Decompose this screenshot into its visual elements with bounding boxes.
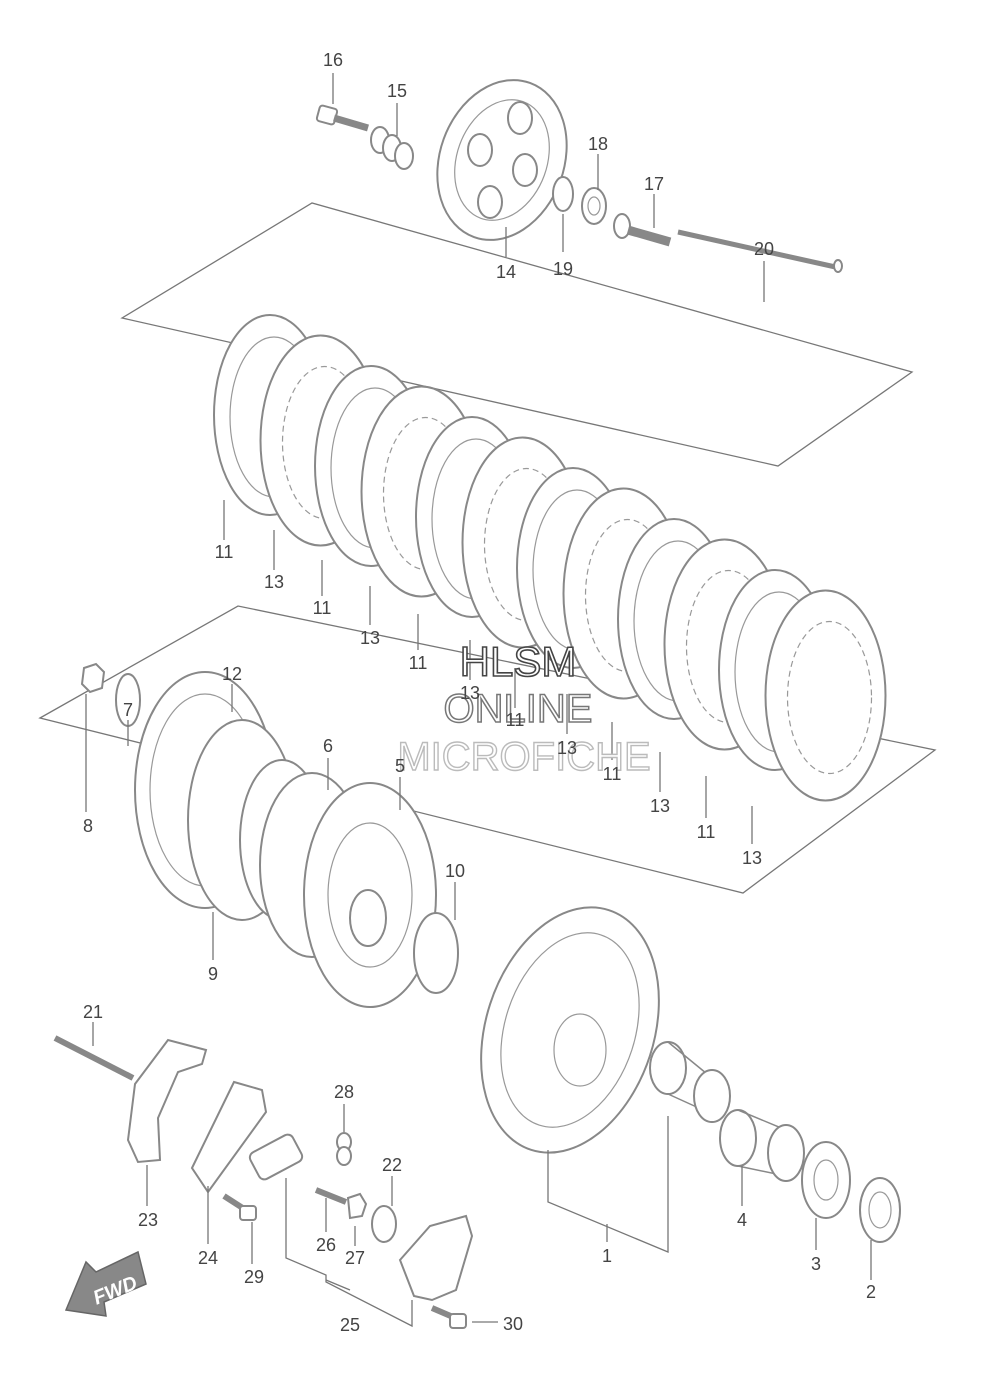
label-11-f: 11 [697, 822, 716, 842]
label-30: 30 [503, 1314, 523, 1334]
label-25: 25 [340, 1315, 360, 1335]
label-21: 21 [83, 1002, 103, 1022]
push-rod [677, 229, 843, 273]
bolt-29 [222, 1193, 257, 1221]
label-23: 23 [138, 1210, 158, 1230]
release-screw [248, 1133, 304, 1181]
spacer [649, 1041, 731, 1123]
label-11-a: 11 [215, 542, 234, 562]
label-24: 24 [198, 1248, 218, 1268]
label-11-c: 11 [409, 653, 428, 673]
label-8: 8 [83, 816, 93, 836]
thrust-washer-10 [413, 912, 459, 994]
bolt-30 [430, 1305, 467, 1329]
release-cover [398, 1214, 474, 1302]
label-28: 28 [334, 1082, 354, 1102]
label-18: 18 [588, 134, 608, 154]
label-29: 29 [244, 1267, 264, 1287]
label-4: 4 [737, 1210, 747, 1230]
release-bearing [581, 187, 607, 225]
fwd-arrow-icon: FWD [64, 1250, 147, 1317]
label-11-e: 11 [603, 764, 622, 784]
oil-seal [371, 1205, 397, 1243]
label-3: 3 [811, 1254, 821, 1274]
label-11-b: 11 [313, 598, 332, 618]
label-1: 1 [602, 1246, 612, 1266]
thrust-washer-3 [801, 1141, 851, 1219]
lock-nut [346, 1192, 368, 1220]
thrust-washer-2 [859, 1177, 901, 1243]
release-rod [53, 1035, 135, 1081]
gasket [190, 1080, 268, 1194]
upper-frame [120, 202, 914, 467]
release-bracket [126, 1038, 208, 1164]
pressure-plate-bolt [315, 104, 369, 132]
pressure-plate [436, 79, 568, 241]
label-9: 9 [208, 964, 218, 984]
watermark-line2: ONLINE [444, 687, 593, 731]
label-13-f: 13 [742, 848, 762, 868]
label-10: 10 [445, 861, 465, 881]
driven-plate [764, 589, 887, 802]
lower-frame [38, 605, 937, 894]
clutch-plate-stack [213, 314, 887, 802]
needle-bearing [719, 1109, 805, 1182]
label-26: 26 [316, 1235, 336, 1255]
leader-lines [85, 73, 872, 1328]
label-12: 12 [222, 664, 242, 684]
label-16: 16 [323, 50, 343, 70]
label-15: 15 [387, 81, 407, 101]
label-2: 2 [866, 1282, 876, 1302]
label-13-c: 13 [460, 683, 480, 703]
label-13-e: 13 [650, 796, 670, 816]
label-14: 14 [496, 262, 516, 282]
clutch-hub-nut [80, 662, 106, 694]
watermark-line3: MICROFICHE [397, 735, 650, 779]
push-piece [613, 213, 672, 247]
primary-driven-gear [480, 906, 660, 1154]
label-27: 27 [345, 1248, 365, 1268]
watermark-line1: HLSM [460, 638, 577, 685]
label-13-a: 13 [264, 572, 284, 592]
label-19: 19 [553, 259, 573, 279]
label-17: 17 [644, 174, 664, 194]
thrust-washer [552, 176, 574, 212]
label-7: 7 [123, 700, 133, 720]
label-11-d: 11 [506, 710, 525, 730]
label-22: 22 [382, 1155, 402, 1175]
callout-labels: 16 15 18 17 20 14 19 11 13 11 13 11 13 1… [83, 50, 876, 1335]
clutch-spring [370, 126, 414, 170]
adjusting-screw [314, 1187, 348, 1205]
label-13-d: 13 [557, 738, 577, 758]
label-6: 6 [323, 736, 333, 756]
label-5: 5 [395, 756, 405, 776]
spring-28 [336, 1132, 352, 1166]
label-20: 20 [754, 239, 774, 259]
clutch-sleeve-hub [259, 772, 437, 1008]
label-13-b: 13 [360, 628, 380, 648]
